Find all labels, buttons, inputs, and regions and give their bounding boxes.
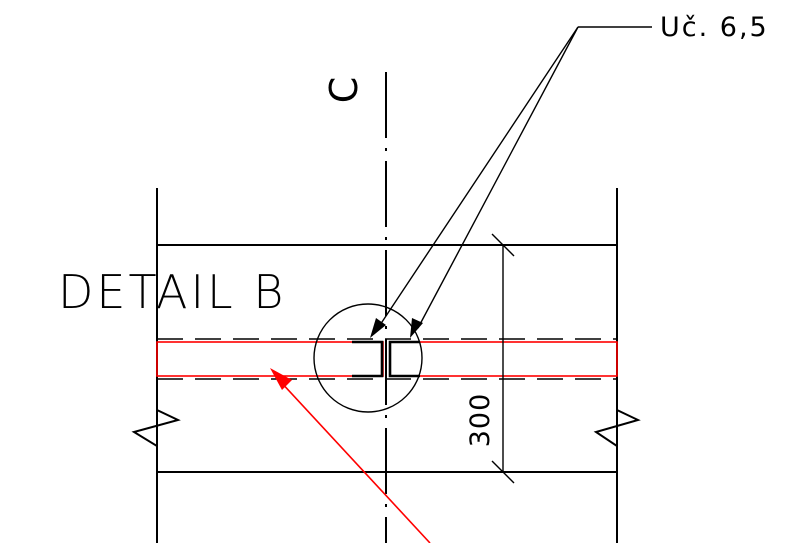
detail-label: DETAIL B <box>58 265 286 319</box>
axis-label: C <box>322 77 366 104</box>
right-break-symbol <box>593 390 641 470</box>
left-red-plate <box>156 341 384 377</box>
dimension-tick-top <box>491 233 515 257</box>
left-break-symbol <box>131 390 181 470</box>
detail-circle <box>313 303 423 413</box>
right-plate-joint-edge <box>388 340 420 378</box>
callout-arrowhead-right <box>410 318 423 338</box>
callout-arrowhead-left <box>370 318 386 338</box>
red-leader-line <box>278 379 431 543</box>
dimension-tick-bottom <box>491 460 515 484</box>
dimension-value: 300 <box>465 393 496 448</box>
callout-leader-left <box>377 26 579 329</box>
callout-label: Uč. 6,5 <box>660 12 769 43</box>
left-plate-joint-edge <box>352 340 384 378</box>
red-arrowhead <box>270 368 292 390</box>
callout-leader-right <box>417 26 579 329</box>
